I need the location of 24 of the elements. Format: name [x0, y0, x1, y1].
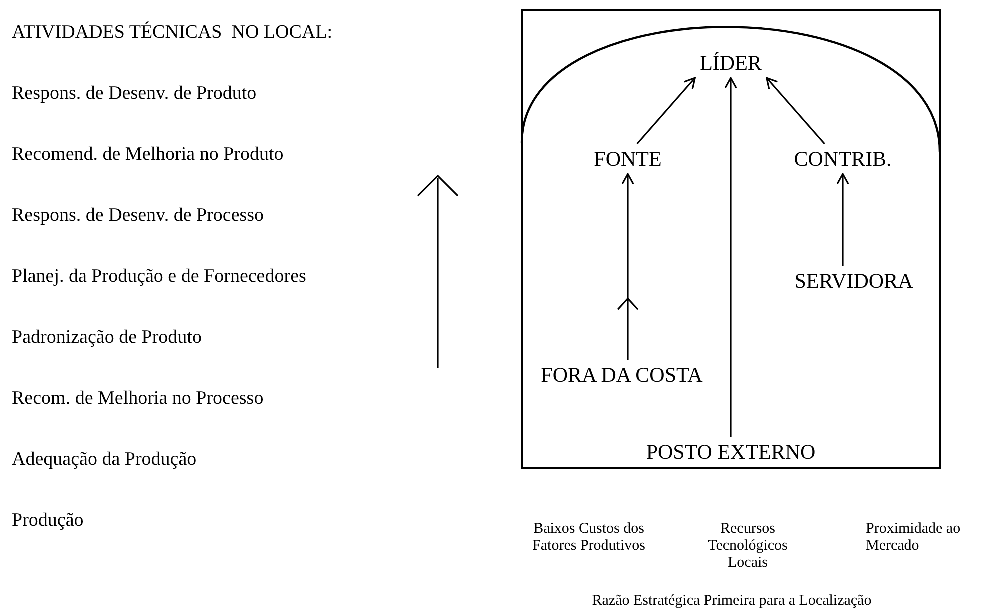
- node-label: SERVIDORA: [790, 266, 918, 296]
- node-label: POSTO EXTERNO: [641, 437, 821, 468]
- text-label: Planej. da Produção e de Fornecedores: [12, 266, 306, 288]
- text-label: Baixos Custos dos Fatores Produtivos: [532, 521, 646, 555]
- arrow: [766, 77, 826, 145]
- node-label: FONTE: [589, 144, 667, 174]
- arrow: [724, 77, 738, 437]
- arrow: [836, 173, 850, 266]
- text-label: Recom. de Melhoria no Processo: [12, 388, 264, 410]
- arrow: [636, 77, 696, 145]
- text-label: Razão Estratégica Primeira para a Localização: [591, 593, 873, 610]
- node-label: LÍDER: [695, 48, 767, 78]
- node-label: CONTRIB.: [789, 144, 897, 174]
- text-label: Adequação da Produção: [12, 449, 197, 470]
- text-label: Recursos Tecnológicos Locais: [707, 521, 789, 572]
- text-label: Respons. de Desenv. de Produto: [12, 83, 257, 104]
- text-label: Proximidade ao Mercado: [866, 521, 962, 555]
- list-heading: ATIVIDADES TÉCNICAS NO LOCAL:: [12, 22, 333, 44]
- node-label: FORA DA COSTA: [536, 360, 708, 390]
- text-label: Produção: [12, 510, 84, 532]
- text-label: Recomend. de Melhoria no Produto: [12, 144, 284, 166]
- text-label: Respons. de Desenv. de Processo: [12, 205, 264, 226]
- text-label: Padronização de Produto: [12, 327, 202, 348]
- arrow: [617, 173, 639, 361]
